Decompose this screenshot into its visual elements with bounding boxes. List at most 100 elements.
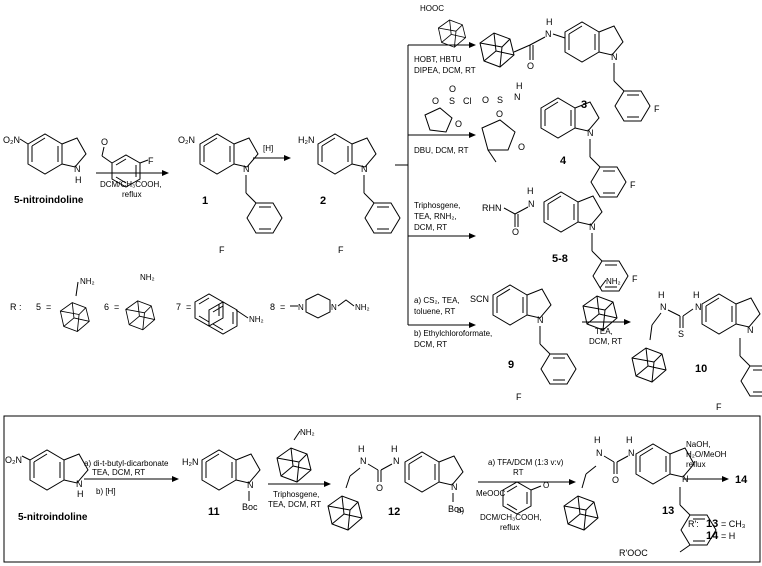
svg-text:O₂N: O₂N (178, 135, 195, 145)
svg-text:R :: R : (10, 302, 22, 312)
svg-text:O: O (512, 227, 519, 237)
svg-text:R':: R': (688, 519, 699, 529)
svg-text:TEA, DCM, RT: TEA, DCM, RT (92, 468, 145, 477)
svg-text:O: O (455, 119, 462, 129)
svg-text:DCM, RT: DCM, RT (589, 337, 622, 346)
nitro-label: O₂N (3, 135, 20, 145)
compound-12: H N O H N N Boc 12 (327, 444, 464, 531)
svg-text:N: N (247, 480, 254, 490)
aldehyde-reagent: O F (101, 137, 154, 188)
svg-text:RHN: RHN (482, 203, 502, 213)
reaction-arrow-b1: a) di-t-butyl-dicarbonate TEA, DCM, RT b… (84, 459, 179, 496)
branch-9: a) CS₂, TEA, toluene, RT b) Ethylchlorof… (408, 296, 492, 349)
svg-text:reflux: reflux (122, 190, 142, 199)
svg-text:NH₂: NH₂ (140, 273, 155, 282)
svg-text:F: F (148, 156, 154, 166)
svg-text:N: N (298, 303, 304, 312)
svg-text:O₂N: O₂N (5, 455, 22, 465)
svg-text:b) [H]: b) [H] (96, 487, 116, 496)
svg-text:reflux: reflux (500, 523, 520, 532)
r-prime-legend: R': 13 = CH₃ 14 = H (688, 518, 746, 542)
svg-text:9: 9 (508, 359, 514, 371)
svg-text:14: 14 (735, 474, 748, 486)
svg-text:F: F (516, 392, 522, 402)
svg-text:13: 13 (662, 505, 674, 517)
svg-text:O: O (496, 109, 503, 119)
svg-text:b) Ethylchloroformate,: b) Ethylchloroformate, (414, 329, 492, 338)
svg-text:N: N (361, 164, 368, 174)
svg-text:5-nitroindoline: 5-nitroindoline (18, 512, 88, 523)
svg-text:=: = (186, 302, 191, 312)
svg-text:NH₂: NH₂ (249, 315, 264, 324)
svg-text:O: O (449, 84, 456, 94)
svg-text:H: H (594, 435, 601, 445)
svg-text:H: H (693, 290, 700, 300)
svg-text:reflux: reflux (686, 460, 706, 469)
svg-text:N: N (76, 479, 83, 489)
svg-text:2: 2 (320, 195, 326, 207)
svg-text:O: O (101, 137, 108, 147)
svg-text:[H]: [H] (263, 144, 273, 153)
svg-text:N: N (628, 448, 635, 458)
svg-text:MeOOC: MeOOC (476, 489, 506, 498)
svg-text:N: N (528, 199, 535, 209)
svg-text:O: O (612, 475, 619, 485)
svg-text:N: N (545, 29, 552, 39)
svg-text:5-8: 5-8 (552, 253, 568, 265)
svg-text:= CH₃: = CH₃ (721, 519, 746, 529)
svg-text:O: O (518, 142, 525, 152)
svg-text:H₂O/MeOH: H₂O/MeOH (686, 450, 727, 459)
svg-text:O: O (376, 483, 383, 493)
svg-text:toluene, RT: toluene, RT (414, 307, 455, 316)
svg-text:NH₂: NH₂ (300, 428, 315, 437)
n-label: N (74, 164, 81, 174)
svg-text:N: N (596, 448, 603, 458)
svg-text:=: = (280, 302, 285, 312)
svg-text:N: N (660, 302, 667, 312)
reaction-arrow-2: [H] (253, 144, 291, 161)
svg-text:F: F (654, 104, 660, 114)
start-compound-a: O₂N N H 5-nitroindoline (3, 133, 87, 206)
svg-text:TEA,: TEA, (595, 327, 613, 336)
svg-text:DCM/CH₃COOH,: DCM/CH₃COOH, (480, 513, 541, 522)
svg-text:NH₂: NH₂ (355, 303, 370, 312)
svg-text:N: N (537, 315, 544, 325)
svg-text:SCN: SCN (470, 294, 489, 304)
svg-text:S: S (678, 329, 684, 339)
svg-text:DBU, DCM, RT: DBU, DCM, RT (414, 146, 469, 155)
reaction-arrow-10: NH₂ TEA, DCM, RT (582, 277, 631, 346)
svg-text:Boc: Boc (448, 504, 464, 514)
svg-text:F: F (338, 245, 344, 255)
svg-text:DCM, RT: DCM, RT (414, 223, 447, 232)
svg-text:H: H (527, 186, 534, 196)
svg-text:6: 6 (104, 302, 109, 312)
svg-text:S: S (497, 95, 503, 105)
branch-3: HOOC HOBT, HBTU DIPEA, DCM, RT O H N N F… (408, 4, 660, 122)
svg-text:N: N (451, 482, 458, 492)
svg-text:10: 10 (695, 363, 707, 375)
compound-9: SCN N F 9 (470, 284, 577, 402)
svg-text:= H: = H (721, 531, 735, 541)
svg-text:H: H (358, 444, 365, 454)
svg-text:N: N (331, 303, 337, 312)
svg-text:3: 3 (581, 99, 587, 111)
svg-text:=: = (46, 302, 51, 312)
reaction-arrow-b4: NaOH, H₂O/MeOH reflux 14 (683, 440, 748, 486)
svg-text:14: 14 (706, 530, 719, 542)
svg-text:O: O (432, 96, 439, 106)
svg-text:a) CS₂, TEA,: a) CS₂, TEA, (414, 296, 460, 305)
svg-text:8: 8 (270, 302, 275, 312)
svg-text:13: 13 (706, 518, 718, 530)
svg-text:O: O (543, 481, 549, 490)
svg-text:O: O (527, 61, 534, 71)
svg-text:N: N (243, 164, 250, 174)
compound-2: H₂N N F 2 (298, 133, 401, 255)
svg-text:12: 12 (388, 506, 400, 518)
svg-text:=: = (114, 302, 119, 312)
reaction-arrow-b3: a) TFA/DCM (1:3 v:v) RT MeOOC O b) DCM/C… (457, 458, 576, 532)
svg-text:NH₂: NH₂ (606, 277, 621, 286)
svg-text:H: H (391, 444, 398, 454)
svg-text:TEA, RNH₂,: TEA, RNH₂, (414, 212, 457, 221)
svg-text:5: 5 (36, 302, 41, 312)
svg-text:Triphosgene,: Triphosgene, (273, 490, 319, 499)
